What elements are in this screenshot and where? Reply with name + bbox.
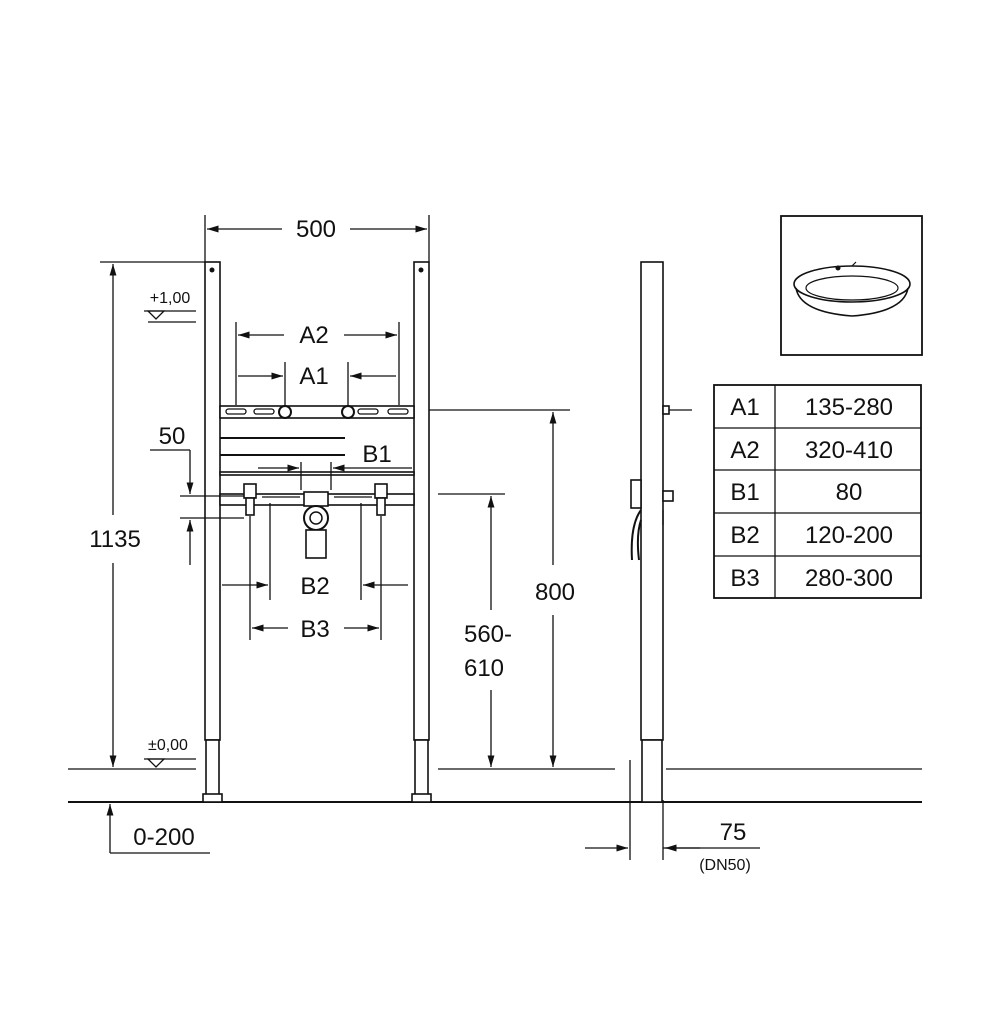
- table-key: B2: [730, 522, 759, 549]
- dim-width: 500: [296, 216, 336, 243]
- dim-offset-50: 50: [159, 423, 186, 450]
- frame-front-view: [202, 261, 432, 803]
- dim-b1-label: B1: [362, 441, 391, 468]
- dim-dn50: (DN50): [699, 857, 751, 874]
- dim-depth-75: 75: [720, 819, 747, 846]
- table-value: 80: [836, 479, 863, 506]
- dim-height-total: 1135: [89, 526, 141, 553]
- frame-side-view: [630, 261, 692, 803]
- level-marker-floor: [144, 758, 196, 768]
- table-value: 135-280: [805, 394, 893, 421]
- table-value: 280-300: [805, 565, 893, 592]
- dimension-table: A1 135-280 A2 320-410 B1 80 B2 120-200 B…: [713, 384, 922, 599]
- table-value: 120-200: [805, 522, 893, 549]
- table-key: B3: [730, 565, 759, 592]
- table-key: A1: [730, 394, 759, 421]
- dim-adjust-0-200: 0-200: [133, 824, 194, 851]
- table-key: A2: [730, 437, 759, 464]
- washbasin-icon: [780, 215, 923, 356]
- dim-range-610: 610: [464, 655, 504, 682]
- level-upper-label: +1,00: [150, 290, 191, 307]
- dim-b3-label: B3: [300, 616, 329, 643]
- dim-a2-label: A2: [299, 322, 328, 349]
- dim-b2-label: B2: [300, 573, 329, 600]
- dim-a1-label: A1: [299, 363, 328, 390]
- dim-height-800: 800: [535, 579, 575, 606]
- level-floor-label: ±0,00: [148, 737, 188, 754]
- table-key: B1: [730, 479, 759, 506]
- level-marker-upper: [144, 310, 196, 323]
- dimension-lines: [100, 215, 760, 860]
- table-value: 320-410: [805, 437, 893, 464]
- dim-range-560: 560-: [464, 621, 512, 648]
- floor-lines: [68, 768, 922, 803]
